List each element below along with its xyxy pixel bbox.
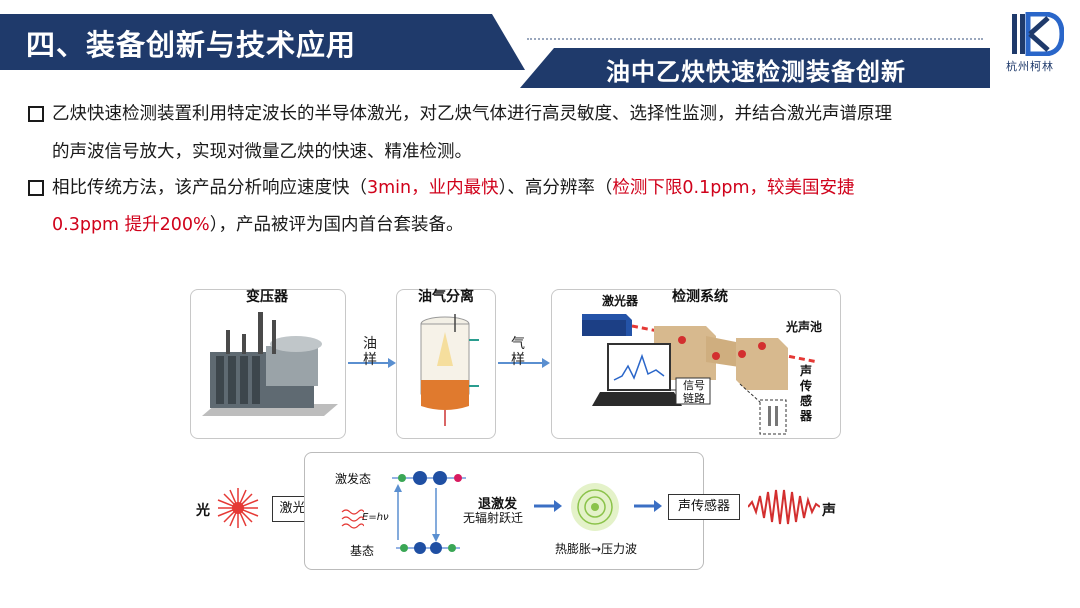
photoacoustic-cell-label: 光声池 [786, 320, 823, 334]
process-arrow-icon [534, 500, 562, 512]
acoustic-sensor-box: 声传感器 [668, 494, 740, 520]
page-subtitle: 油中乙炔快速检测装备创新 [606, 58, 906, 86]
bullet-2-line-1: 相比传统方法，该产品分析响应速度快（3min，业内最快）、高分辨率（检测下限0.… [52, 170, 855, 206]
signal-chain-label: 信号链路 [683, 379, 705, 405]
bullet-1-line-2: 的声波信号放大，实现对微量乙炔的快速、精准检测。 [52, 142, 472, 162]
molecule-energy-levels-icon [392, 471, 466, 554]
energy-equation: E=hν [362, 512, 389, 523]
process-arrow-icon [634, 500, 662, 512]
sound-label: 声 [822, 503, 836, 519]
text-segment: 相比传统方法，该产品分析响应速度快（ [52, 178, 367, 198]
laser-label: 激光器 [602, 294, 639, 308]
light-burst-icon [217, 488, 259, 528]
deexcitation-label: 退激发 [478, 497, 518, 512]
separator-vessel-icon [420, 314, 479, 426]
flow-arrow-icon [348, 358, 396, 368]
sound-wave-icon [748, 489, 820, 525]
gas-sample-label: 气样 [511, 336, 525, 368]
company-logo-icon [1012, 12, 1064, 56]
light-label: 光 [196, 503, 210, 519]
text-segment: ），产品被评为国内首台套装备。 [209, 215, 464, 235]
header-subtitle-bar [520, 48, 990, 88]
excited-state-label: 激发态 [335, 472, 372, 486]
header-divider [527, 38, 983, 40]
detection-system-illustration-icon [582, 314, 819, 435]
text-segment: ）、高分辨率（ [498, 178, 613, 198]
highlight-speed: 3min，业内最快 [367, 178, 499, 198]
page-title: 四、装备创新与技术应用 [26, 28, 357, 62]
nonradiative-label: 无辐射跃迁 [463, 511, 524, 525]
bullet-marker [28, 180, 44, 196]
acoustic-sensor-label: 声传感器 [799, 364, 812, 423]
oil-sample-label: 油样 [363, 336, 377, 368]
logo-text: 杭州柯林 [1006, 60, 1054, 73]
photon-wave-icon [341, 509, 364, 529]
header-title-bar [0, 14, 525, 70]
mechanism-panel [304, 452, 704, 570]
detection-system-label: 检测系统 [672, 289, 728, 305]
bullet-marker [28, 106, 44, 122]
bullet-2-line-2: 0.3ppm 提升200%），产品被评为国内首台套装备。 [52, 207, 463, 243]
transformer-label: 变压器 [246, 289, 288, 305]
highlight-limit: 检测下限0.1ppm，较美国安捷 [612, 178, 855, 198]
separation-label: 油气分离 [418, 289, 474, 305]
bullet-1-line-1: 乙炔快速检测装置利用特定波长的半导体激光，对乙炔气体进行高灵敏度、选择性监测，并… [52, 104, 892, 124]
ground-state-label: 基态 [350, 544, 375, 558]
pressure-wave-icon [571, 483, 619, 531]
flow-arrow-icon [498, 358, 550, 368]
thermal-expansion-label: 热膨胀→压力波 [555, 542, 638, 556]
highlight-improvement: 0.3ppm 提升200% [52, 215, 210, 235]
transformer-image-icon [202, 312, 338, 416]
